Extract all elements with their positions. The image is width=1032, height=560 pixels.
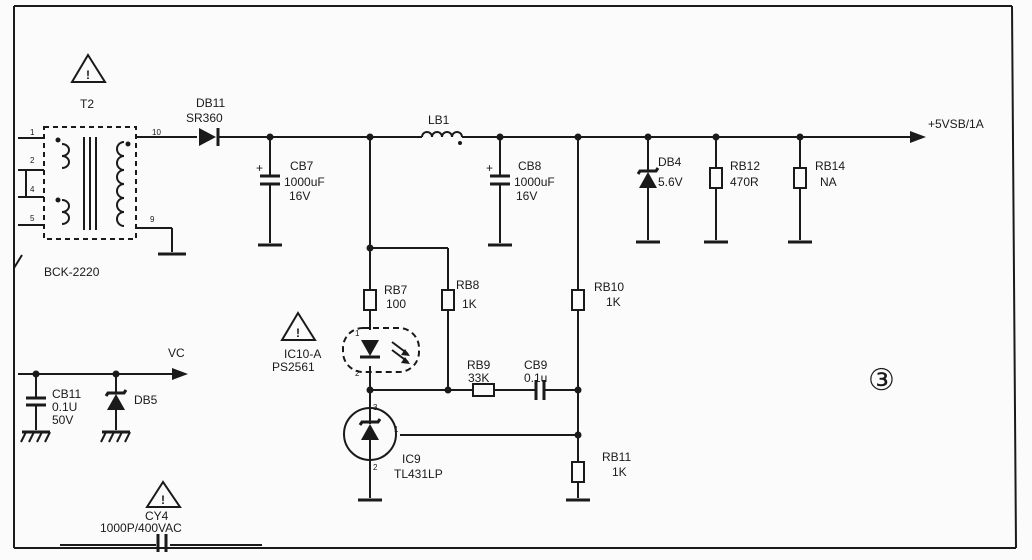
- zener-db5: DB5: [100, 374, 158, 443]
- svg-text:1: 1: [30, 128, 35, 137]
- resistor-rb8: RB8 1K: [441, 278, 480, 311]
- secondary-ground-lead: [136, 227, 186, 256]
- capacitor-cy4: CY4 1000P/400VAC: [60, 509, 262, 552]
- svg-text:+: +: [486, 161, 493, 175]
- svg-text:100: 100: [386, 297, 406, 311]
- svg-text:RB12: RB12: [730, 159, 760, 173]
- svg-text:RB9: RB9: [467, 358, 491, 372]
- svg-text:2: 2: [30, 156, 35, 165]
- svg-text:LB1: LB1: [428, 113, 450, 127]
- warning-icon: !: [145, 480, 182, 508]
- svg-text:TL431LP: TL431LP: [394, 467, 443, 481]
- svg-text:DB5: DB5: [134, 393, 158, 407]
- svg-text:1000uF: 1000uF: [284, 175, 325, 189]
- svg-text:T2: T2: [80, 97, 94, 111]
- svg-text:1K: 1K: [462, 297, 477, 311]
- capacitor-cb9: CB9 0.1u: [524, 358, 548, 400]
- svg-text:1K: 1K: [606, 295, 621, 309]
- svg-text:IC10-A: IC10-A: [284, 347, 321, 361]
- inductor-lb1: LB1: [421, 113, 463, 145]
- svg-text:RB11: RB11: [602, 450, 631, 464]
- svg-text:1: 1: [355, 329, 360, 338]
- capacitor-cb11: CB11 0.1U 50V: [20, 374, 81, 443]
- resistor-rb12: RB12 470R: [704, 137, 760, 244]
- svg-text:1000uF: 1000uF: [514, 175, 555, 189]
- svg-text:1: 1: [394, 425, 399, 434]
- transformer-t2: T2 1 2 4 5 10 9 BCK-2220: [30, 97, 161, 279]
- svg-text:IC9: IC9: [402, 452, 421, 466]
- svg-text:!: !: [86, 68, 90, 82]
- regulator-ic9: 3 1 2 IC9 TL431LP: [343, 403, 443, 481]
- svg-text:5.6V: 5.6V: [658, 175, 683, 189]
- svg-text:33K: 33K: [468, 371, 489, 385]
- page-frame: [13, 5, 1017, 549]
- svg-text:RB7: RB7: [384, 283, 408, 297]
- svg-text:16V: 16V: [516, 189, 537, 203]
- svg-text:1K: 1K: [612, 465, 627, 479]
- resistor-rb14: RB14 NA: [788, 137, 845, 244]
- resistor-rb11: RB11 1K: [571, 450, 631, 483]
- optocoupler-ic10a: 1 2 IC10-A PS2561: [272, 327, 420, 378]
- svg-text:16V: 16V: [289, 189, 310, 203]
- svg-text:2: 2: [373, 463, 378, 472]
- svg-text:+5VSB/1A: +5VSB/1A: [928, 117, 984, 131]
- resistor-rb10: RB10 1K: [571, 280, 624, 311]
- svg-text:CB11: CB11: [52, 387, 81, 401]
- svg-text:4: 4: [30, 185, 35, 194]
- svg-text:+: +: [256, 161, 263, 175]
- svg-text:SR360: SR360: [186, 111, 223, 125]
- svg-text:9: 9: [150, 215, 155, 224]
- zener-db4: DB4 5.6V: [636, 137, 683, 244]
- svg-text:2: 2: [355, 369, 360, 378]
- resistor-rb9: RB9 33K: [467, 358, 495, 397]
- primary-wiring: [13, 137, 44, 269]
- svg-text:PS2561: PS2561: [272, 360, 315, 374]
- diode-db11: DB11 SR360: [186, 96, 225, 146]
- capacitor-cb7: + CB7 1000uF 16V: [256, 137, 325, 247]
- svg-text:BCK-2220: BCK-2220: [44, 265, 100, 279]
- svg-text:5: 5: [30, 214, 35, 223]
- resistor-rb7: RB7 100: [363, 283, 408, 311]
- svg-text:CB9: CB9: [524, 358, 548, 372]
- svg-text:DB4: DB4: [658, 155, 682, 169]
- svg-text:NA: NA: [820, 175, 837, 189]
- svg-text:RB14: RB14: [815, 159, 845, 173]
- svg-text:!: !: [161, 493, 165, 507]
- capacitor-cb8: + CB8 1000uF 16V: [486, 137, 555, 247]
- svg-text:CY4: CY4: [145, 509, 169, 523]
- svg-text:470R: 470R: [730, 175, 759, 189]
- vc-rail: VC: [18, 346, 188, 380]
- svg-text:50V: 50V: [52, 413, 73, 427]
- svg-text:RB8: RB8: [456, 278, 480, 292]
- svg-text:RB10: RB10: [594, 280, 624, 294]
- svg-text:CB8: CB8: [518, 159, 542, 173]
- svg-text:0.1u: 0.1u: [524, 371, 547, 385]
- output-rail: +5VSB/1A: [136, 117, 984, 143]
- warning-icon: !: [70, 53, 107, 83]
- svg-text:VC: VC: [168, 346, 185, 360]
- svg-text:!: !: [296, 326, 300, 340]
- svg-text:1000P/400VAC: 1000P/400VAC: [100, 521, 182, 535]
- svg-text:CB7: CB7: [290, 159, 314, 173]
- svg-text:0.1U: 0.1U: [52, 400, 77, 414]
- svg-text:DB11: DB11: [196, 96, 225, 110]
- panel-number: ③: [868, 363, 895, 398]
- svg-text:3: 3: [373, 403, 378, 412]
- warning-icon: !: [280, 311, 317, 341]
- svg-text:10: 10: [152, 128, 161, 137]
